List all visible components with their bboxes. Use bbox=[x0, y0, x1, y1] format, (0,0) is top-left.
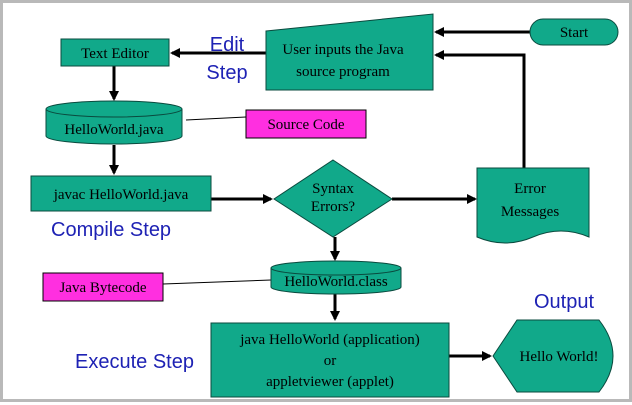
syntax-check-node: Syntax Errors? bbox=[273, 159, 393, 238]
source-code-label-box: Source Code bbox=[245, 109, 367, 139]
compiler-node: javac HelloWorld.java bbox=[30, 175, 212, 212]
class-file-node: HelloWorld.class bbox=[270, 260, 402, 295]
edit-step-line2: Step bbox=[206, 62, 247, 84]
flowchart: Start User inputs the Java source progra… bbox=[30, 13, 619, 398]
start-label: Start bbox=[560, 25, 589, 41]
run-line1: java HelloWorld (application) bbox=[239, 332, 420, 348]
text-editor-node: Text Editor bbox=[60, 38, 170, 67]
arrow-errors-to-input bbox=[434, 50, 526, 168]
java-bytecode-label: Java Bytecode bbox=[59, 280, 146, 296]
output-display-label: Hello World! bbox=[520, 349, 599, 365]
source-code-label: Source Code bbox=[267, 117, 344, 133]
error-messages-node: Error Messages bbox=[476, 167, 590, 244]
syntax-check-line2: Errors? bbox=[311, 199, 355, 215]
text-editor-label: Text Editor bbox=[81, 46, 149, 62]
error-messages-line1: Error bbox=[514, 181, 546, 197]
execute-step-label: Execute Step bbox=[75, 351, 194, 373]
compile-step-label: Compile Step bbox=[51, 219, 171, 241]
connectors bbox=[109, 27, 530, 361]
start-node: Start bbox=[529, 18, 619, 46]
run-node: java HelloWorld (application) or appletv… bbox=[210, 322, 450, 398]
output-step-label: Output bbox=[534, 291, 594, 313]
source-file-node: HelloWorld.java bbox=[45, 100, 183, 145]
edit-step-line1: Edit bbox=[210, 34, 245, 56]
leader-java-bytecode bbox=[162, 279, 272, 285]
user-input-line2: source program bbox=[296, 64, 390, 80]
run-line3: appletviewer (applet) bbox=[266, 374, 394, 390]
user-input-node: User inputs the Java source program bbox=[265, 13, 434, 91]
syntax-check-line1: Syntax bbox=[312, 181, 354, 197]
user-input-line1: User inputs the Java bbox=[282, 42, 404, 58]
leader-source-code bbox=[185, 116, 247, 121]
java-bytecode-label-box: Java Bytecode bbox=[42, 272, 164, 302]
compiler-label: javac HelloWorld.java bbox=[53, 187, 189, 203]
run-line2: or bbox=[324, 353, 337, 369]
leader-lines bbox=[162, 116, 272, 285]
source-file-label: HelloWorld.java bbox=[64, 122, 164, 138]
output-display-node: Hello World! bbox=[492, 319, 614, 393]
error-messages-line2: Messages bbox=[501, 204, 559, 220]
class-file-label: HelloWorld.class bbox=[284, 274, 388, 290]
